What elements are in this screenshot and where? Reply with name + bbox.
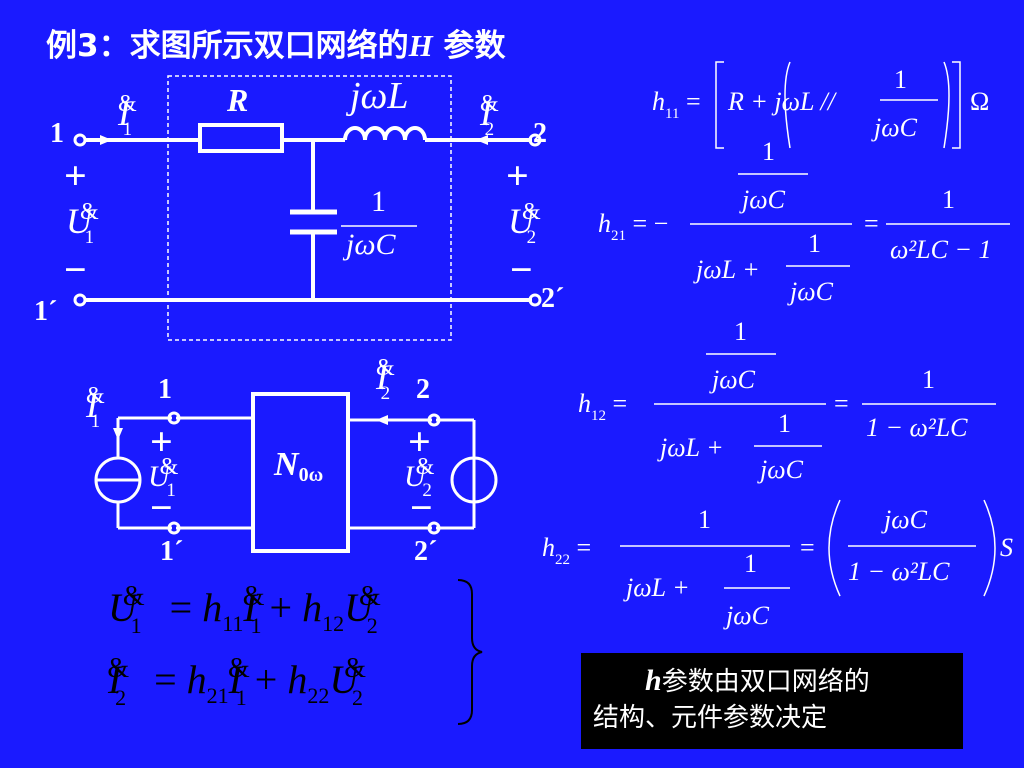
i2-label: I&2 bbox=[480, 91, 499, 140]
c2-u1-label: U&1 bbox=[148, 454, 179, 501]
title-prefix: 例3：求图所示双口网络的 bbox=[46, 28, 409, 64]
h21-da: jωL + bbox=[693, 255, 760, 284]
h22-n: 1 bbox=[698, 505, 711, 534]
h22-dd: jωC bbox=[723, 601, 770, 630]
u1-minus: − bbox=[64, 247, 87, 292]
h21-dn: 1 bbox=[808, 229, 821, 258]
h21-lhs: h21 = − bbox=[598, 209, 668, 244]
source-2 bbox=[450, 456, 498, 504]
system-row1: U&1= h11I&1+ h12U&2 bbox=[108, 581, 381, 638]
port1p-label: 1´ bbox=[34, 296, 58, 327]
title-suffix: 参数 bbox=[432, 28, 506, 64]
i1-label: I&1 bbox=[118, 91, 137, 140]
port1-label: 1 bbox=[50, 118, 64, 149]
block-label: N0ω bbox=[274, 446, 324, 486]
h12-da: jωL + bbox=[657, 433, 724, 462]
page-title: 例3：求图所示双口网络的H 参数 bbox=[46, 20, 506, 65]
h12-nd: jωC bbox=[709, 365, 756, 394]
inductor-label: jωL bbox=[350, 75, 409, 117]
title-var: H bbox=[408, 28, 433, 63]
u2-label: U&2 bbox=[508, 199, 541, 248]
terminal-1 bbox=[73, 133, 87, 147]
system-row2: I&2= h21I&1+ h22U&2 bbox=[107, 653, 367, 710]
terminal2-2 bbox=[427, 413, 441, 427]
arrow-i1 bbox=[100, 135, 112, 145]
h12-rn: 1 bbox=[922, 365, 935, 394]
port2-label: 2 bbox=[533, 118, 547, 149]
note-line1: h参数由双口网络的 bbox=[645, 664, 870, 697]
terminal2-1p bbox=[167, 521, 181, 535]
h11-unit: Ω bbox=[970, 87, 989, 116]
terminal-1p bbox=[73, 293, 87, 307]
c2-u1-minus: − bbox=[150, 485, 173, 530]
terminal2-2p bbox=[427, 521, 441, 535]
c2-u1-plus: + bbox=[150, 419, 173, 464]
h22-lhs: h22 = bbox=[542, 533, 591, 568]
c2-u2-plus: + bbox=[408, 419, 431, 464]
terminal-2 bbox=[528, 133, 542, 147]
h21-dd: jωC bbox=[787, 277, 834, 306]
svg-text:=: = bbox=[800, 533, 815, 562]
c2-u2-label: U&2 bbox=[404, 454, 435, 501]
h12-dn: 1 bbox=[778, 409, 791, 438]
h11-frac-den: jωC bbox=[871, 113, 918, 142]
c2-port2p: 2´ bbox=[414, 536, 438, 567]
inductor-L bbox=[343, 126, 427, 141]
c2-port1p: 1´ bbox=[160, 536, 184, 567]
h21-nd: jωC bbox=[739, 185, 786, 214]
source-1 bbox=[94, 456, 142, 504]
h21-rn: 1 bbox=[942, 185, 955, 214]
h22-da: jωL + bbox=[623, 573, 690, 602]
h22-dn: 1 bbox=[744, 549, 757, 578]
u1-label: U&1 bbox=[66, 199, 99, 248]
c2-i1-label: I&1 bbox=[86, 383, 105, 432]
h22-rd: 1 − ω²LC bbox=[848, 557, 950, 586]
arrow-i2 bbox=[476, 135, 488, 145]
h11-frac-num: 1 bbox=[894, 65, 907, 94]
u2-minus: − bbox=[510, 247, 533, 292]
arrow2-i1 bbox=[113, 428, 123, 440]
svg-text:=: = bbox=[834, 389, 849, 418]
note-line2: 结构、元件参数决定 bbox=[593, 703, 828, 733]
terminal2-1 bbox=[167, 411, 181, 425]
c2-port1: 1 bbox=[158, 374, 172, 405]
u2-plus: + bbox=[506, 153, 529, 198]
h22-unit: S bbox=[1000, 533, 1013, 562]
svg-text:=: = bbox=[864, 209, 879, 238]
h11-body: R + jωL // bbox=[727, 87, 838, 116]
h21-rd: ω²LC − 1 bbox=[890, 235, 992, 264]
h22-rn: jωC bbox=[881, 505, 928, 534]
arrow2-i2 bbox=[376, 415, 388, 425]
c2-u2-minus: − bbox=[410, 485, 433, 530]
h12-lhs: h12 = bbox=[578, 389, 627, 424]
h12-nn: 1 bbox=[734, 317, 747, 346]
h12-rd: 1 − ω²LC bbox=[866, 413, 968, 442]
h12-dd: jωC bbox=[757, 455, 804, 484]
note-box: h参数由双口网络的 结构、元件参数决定 bbox=[581, 653, 963, 749]
u1-plus: + bbox=[64, 153, 87, 198]
terminal-2p bbox=[528, 293, 542, 307]
port2p-label: 2´ bbox=[541, 283, 565, 314]
network-block bbox=[251, 392, 350, 553]
cap-num: 1 bbox=[371, 185, 386, 218]
h21-nn: 1 bbox=[762, 137, 775, 166]
cap-den: jωC bbox=[346, 228, 396, 261]
network-boundary bbox=[167, 75, 452, 341]
resistor-label: R bbox=[227, 82, 249, 118]
c2-port2: 2 bbox=[416, 374, 430, 405]
h11-lhs: h11 = bbox=[652, 87, 701, 122]
c2-i2-label: I&2 bbox=[376, 355, 395, 404]
